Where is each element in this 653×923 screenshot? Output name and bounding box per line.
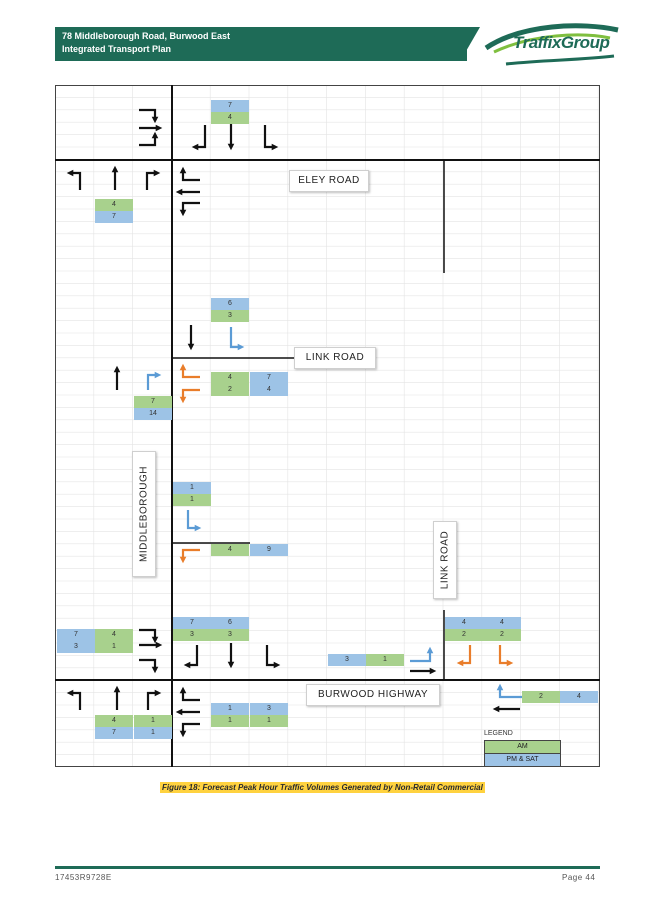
volume-cell: 1 — [134, 715, 172, 727]
volume-cell: 3 — [57, 641, 95, 653]
legend-am: AM — [484, 740, 561, 754]
volume-cell: 6 — [211, 617, 249, 629]
volume-cell: 1 — [366, 654, 404, 666]
volume-cell: 4 — [211, 544, 249, 556]
header-title: 78 Middleborough Road, Burwood East — [62, 31, 231, 41]
volume-cell: 7 — [57, 629, 95, 641]
volume-cell: 3 — [328, 654, 366, 666]
volume-cell: 4 — [483, 617, 521, 629]
volume-cell: 7 — [173, 617, 211, 629]
volume-cell: 1 — [134, 727, 172, 739]
volume-cell: 4 — [250, 384, 288, 396]
volume-cell: 1 — [95, 641, 133, 653]
traffic-volume-diagram: ELEY ROAD LINK ROAD MIDDLEBOROUGH LINK R… — [55, 85, 600, 767]
volume-cell: 2 — [445, 629, 483, 641]
volume-cell: 7 — [95, 727, 133, 739]
volume-cell: 2 — [211, 384, 249, 396]
volume-cell: 1 — [173, 482, 211, 494]
volume-cell: 2 — [522, 691, 560, 703]
middleborough-road-text: MIDDLEBOROUGH — [138, 466, 150, 562]
volume-cell: 4 — [95, 715, 133, 727]
volume-cell: 4 — [211, 112, 249, 124]
header-band — [55, 27, 467, 61]
volume-cell: 3 — [211, 629, 249, 641]
logo-text: TraffixGroup — [513, 33, 610, 52]
figure-caption: Figure 18: Forecast Peak Hour Traffic Vo… — [160, 782, 485, 793]
legend-title: LEGEND — [484, 730, 513, 737]
volume-cell: 7 — [211, 100, 249, 112]
volume-cell: 6 — [211, 298, 249, 310]
volume-cell: 3 — [173, 629, 211, 641]
volume-cell: 3 — [250, 703, 288, 715]
page-number: Page 44 — [562, 873, 596, 882]
volume-cell: 4 — [211, 372, 249, 384]
volume-cell: 4 — [445, 617, 483, 629]
header-subtitle: Integrated Transport Plan — [62, 44, 172, 54]
volume-cell: 7 — [134, 396, 172, 408]
burwood-highway-label: BURWOOD HIGHWAY — [306, 684, 440, 706]
volume-cell: 1 — [173, 494, 211, 506]
eley-road-label: ELEY ROAD — [289, 170, 369, 192]
legend-pm-sat: PM & SAT — [484, 753, 561, 767]
volume-cell: 1 — [211, 715, 249, 727]
volume-cell: 7 — [95, 211, 133, 223]
volume-cell: 14 — [134, 408, 172, 420]
volume-cell: 4 — [560, 691, 598, 703]
middleborough-road-label: MIDDLEBOROUGH — [132, 451, 156, 577]
traffixgroup-logo-icon — [484, 23, 619, 66]
link-road-label-horizontal: LINK ROAD — [294, 347, 376, 369]
volume-cell: 1 — [250, 715, 288, 727]
volume-cell: 3 — [211, 310, 249, 322]
volume-cell: 9 — [250, 544, 288, 556]
volume-cell: 7 — [250, 372, 288, 384]
link-road-label-vertical: LINK ROAD — [433, 521, 457, 599]
volume-cell: 2 — [483, 629, 521, 641]
footer-rule — [55, 866, 600, 869]
volume-cell: 4 — [95, 199, 133, 211]
document-number: 17453R9728E — [55, 873, 112, 882]
volume-cell: 1 — [211, 703, 249, 715]
volume-cell: 4 — [95, 629, 133, 641]
document-header: 78 Middleborough Road, Burwood East Inte… — [62, 30, 230, 56]
link-road-vertical-text: LINK ROAD — [439, 530, 451, 590]
